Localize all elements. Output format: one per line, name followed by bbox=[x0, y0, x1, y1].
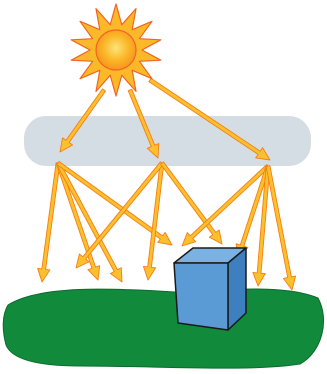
sun-core bbox=[95, 29, 137, 71]
light-ray-arrow bbox=[56, 161, 173, 246]
light-ray-arrow bbox=[252, 165, 271, 287]
light-ray-arrow bbox=[55, 161, 123, 283]
light-ray-arrow bbox=[75, 161, 164, 269]
light-ray-arrow bbox=[265, 165, 297, 291]
light-ray-arrow bbox=[142, 162, 165, 281]
light-ray-arrow bbox=[37, 162, 61, 283]
light-rays bbox=[37, 77, 297, 291]
cube-icon bbox=[173, 247, 247, 331]
ground-icon bbox=[2, 288, 325, 369]
light-ray-arrow bbox=[148, 77, 271, 161]
light-ray-arrow bbox=[160, 161, 223, 245]
light-ray-arrow bbox=[181, 164, 270, 247]
light-ray-arrow bbox=[127, 88, 160, 159]
sun-icon bbox=[70, 3, 162, 97]
cloud-icon bbox=[24, 116, 311, 166]
light-ray-arrow bbox=[59, 88, 106, 153]
